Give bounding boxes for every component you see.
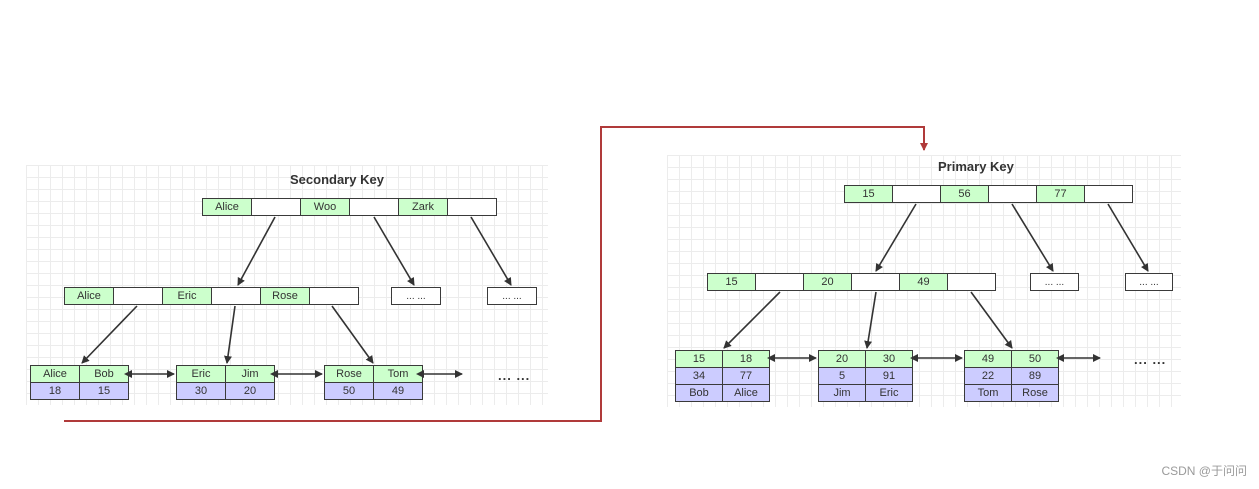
- secondary-internal-key: Eric: [162, 287, 212, 305]
- primary-tree-arrow: [1011, 203, 1054, 272]
- watermark: CSDN @于问问: [1161, 464, 1247, 478]
- leaf-name: Bob: [675, 384, 723, 402]
- primary-internal-key: 49: [899, 273, 948, 291]
- secondary-root-pointer: [447, 198, 497, 216]
- secondary-tree-arrow: [237, 216, 276, 286]
- secondary-leaf-node: Rose Tom 50 49: [324, 365, 423, 400]
- secondary-tree-arrow: [373, 216, 415, 286]
- leaf-value: 49: [373, 382, 423, 400]
- leaf-key: 15: [675, 350, 723, 368]
- primary-more-leaves: ... ...: [1134, 352, 1167, 367]
- primary-internal-key: 15: [707, 273, 756, 291]
- secondary-tree-arrow: [81, 305, 138, 364]
- secondary-leaf-node: Alice Bob 18 15: [30, 365, 129, 400]
- secondary-root-key: Zark: [398, 198, 448, 216]
- primary-placeholder-node: ... ...: [1125, 273, 1173, 291]
- secondary-root-key: Alice: [202, 198, 252, 216]
- secondary-internal-node: Alice Eric Rose: [64, 287, 359, 305]
- primary-root-key: 56: [940, 185, 989, 203]
- leaf-name: Alice: [722, 384, 770, 402]
- secondary-more-leaves: ... ...: [498, 368, 531, 383]
- secondary-key-title: Secondary Key: [290, 172, 384, 187]
- secondary-internal-key: Rose: [260, 287, 310, 305]
- leaf-key: Eric: [176, 365, 226, 383]
- leaf-value: 18: [30, 382, 80, 400]
- primary-leaf-node: 15 18 34 77 Bob Alice: [675, 350, 770, 402]
- primary-root-pointer: [1084, 185, 1133, 203]
- secondary-internal-key: Alice: [64, 287, 114, 305]
- leaf-name: Eric: [865, 384, 913, 402]
- leaf-value: 30: [176, 382, 226, 400]
- secondary-leaf-node: Eric Jim 30 20: [176, 365, 275, 400]
- primary-tree-arrow: [970, 291, 1013, 349]
- secondary-placeholder-node: ... ...: [391, 287, 441, 305]
- leaf-name: Rose: [1011, 384, 1059, 402]
- secondary-placeholder-node: ... ...: [487, 287, 537, 305]
- primary-tree-arrow: [864, 291, 877, 349]
- primary-root-key: 15: [844, 185, 893, 203]
- leaf-key: Alice: [30, 365, 80, 383]
- primary-placeholder-node: ... ...: [1030, 273, 1079, 291]
- primary-root-node: 15 56 77: [844, 185, 1133, 203]
- primary-internal-pointer: [947, 273, 996, 291]
- secondary-tree-arrow: [331, 305, 374, 364]
- leaf-key: Bob: [79, 365, 129, 383]
- leaf-value: 89: [1011, 367, 1059, 385]
- secondary-tree-arrow: [224, 305, 236, 364]
- leaf-value: 20: [225, 382, 275, 400]
- primary-tree-arrow: [1107, 203, 1149, 272]
- primary-internal-node: 15 20 49: [707, 273, 996, 291]
- primary-tree-arrow: [875, 203, 917, 272]
- secondary-internal-pointer: [309, 287, 359, 305]
- secondary-tree-arrow: [470, 216, 512, 286]
- primary-tree-arrow: [723, 291, 781, 349]
- leaf-value: 22: [964, 367, 1012, 385]
- lookup-connector-arrow: [64, 126, 928, 422]
- secondary-root-node: Alice Woo Zark: [202, 198, 497, 216]
- leaf-value: 15: [79, 382, 129, 400]
- primary-key-title: Primary Key: [938, 159, 1014, 174]
- primary-leaf-node: 49 50 22 89 Tom Rose: [964, 350, 1059, 402]
- leaf-value: 50: [324, 382, 374, 400]
